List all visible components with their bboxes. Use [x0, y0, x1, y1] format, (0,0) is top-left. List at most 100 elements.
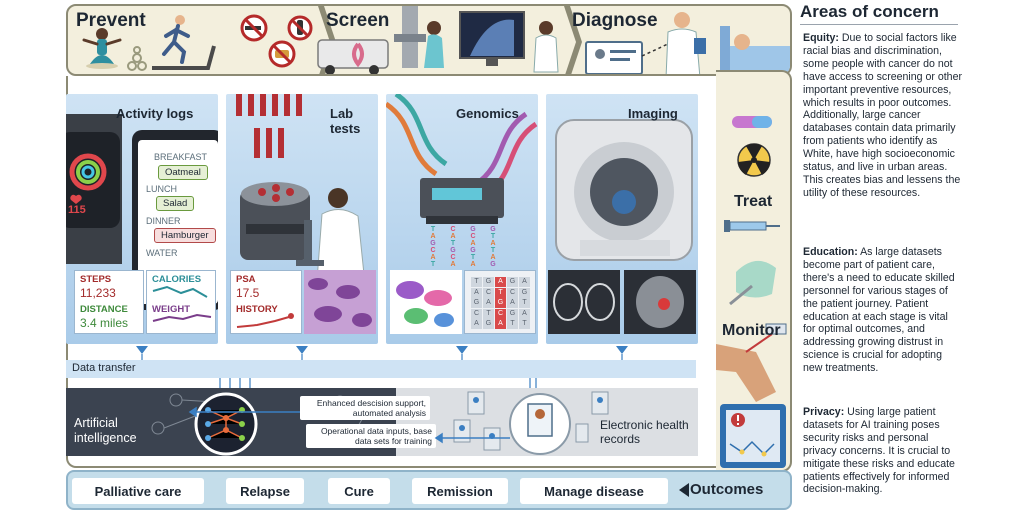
alignment-letter: A: [507, 298, 518, 308]
mammogram-monitor-icon: [459, 11, 525, 66]
alignment-letter: A: [495, 277, 506, 287]
alignment-letter: T: [519, 319, 530, 329]
meal-item-breakfast: Oatmeal: [158, 165, 208, 180]
equity-heading: Equity:: [803, 32, 839, 44]
meal-label-breakfast: BREAKFAST: [154, 152, 208, 162]
screening-van-icon: [317, 39, 389, 74]
privacy-heading: Privacy:: [803, 406, 845, 418]
strand-letter: G: [470, 247, 476, 254]
activity-illustration: [66, 114, 218, 310]
strand-letter: A: [430, 254, 436, 261]
cluster-plot-image: [390, 270, 462, 334]
stage-screen-label: Screen: [326, 10, 390, 31]
psa-history-sparkline: [236, 313, 294, 328]
strand-letter: G: [430, 240, 436, 247]
treat-monitor-illustrations: [716, 116, 787, 468]
strand-letter: A: [490, 240, 496, 247]
activity-logs-title: Activity logs: [116, 106, 194, 121]
meal-label-lunch: LUNCH: [146, 184, 178, 194]
alignment-letter: C: [507, 287, 518, 298]
stage-treat-label: Treat: [734, 193, 773, 210]
alignment-letter: T: [507, 319, 518, 329]
no-alcohol-icon: [287, 15, 313, 41]
patient-id-card-icon: [585, 41, 643, 74]
pill-icon: [732, 116, 772, 128]
lab-tests-title: Lab tests: [330, 106, 361, 136]
patient-journey-band: Prevent Screen Diagnose: [66, 4, 792, 76]
alignment-letter: G: [507, 308, 518, 319]
alignment-letter: C: [495, 308, 506, 319]
strand-letter: T: [430, 226, 436, 233]
radiation-icon: [737, 143, 771, 177]
strand-letter: G: [470, 226, 476, 233]
outcome-palliative-care: Palliative care: [72, 478, 204, 504]
strand-letter: A: [490, 254, 496, 261]
meal-label-dinner: DINNER: [146, 216, 181, 226]
scan-images: [548, 270, 696, 334]
equity-body: Due to social factors like racial bias a…: [803, 32, 962, 199]
imaging-title: Imaging: [628, 106, 678, 121]
alignment-letter: A: [495, 319, 506, 329]
strand-letter: A: [470, 240, 476, 247]
strand-letter: A: [470, 261, 476, 268]
psa-card: [230, 270, 302, 334]
strand-letter: A: [450, 233, 456, 240]
treadmill-runner-icon: [152, 15, 216, 70]
alignment-letter: C: [471, 308, 482, 319]
alignment-letter: G: [507, 277, 518, 287]
meal-item-dinner: Hamburger: [154, 228, 216, 243]
steps-distance-card: [74, 270, 144, 334]
strand-letter: T: [450, 240, 456, 247]
alignment-letter: T: [519, 298, 530, 308]
calories-weight-card: [146, 270, 216, 334]
watch-heart-rate: 115: [68, 204, 86, 216]
genomics-illustration: [386, 94, 538, 224]
ai-label: Artificial intelligence: [74, 416, 137, 445]
lab-tests-column: Lab tests PSA 17.5 HISTORY: [226, 94, 378, 344]
meal-item-lunch: Salad: [156, 196, 195, 211]
alignment-letter: C: [483, 287, 494, 298]
data-transfer-label: Data transfer: [72, 362, 136, 374]
steps-value: 11,233: [80, 286, 116, 300]
outcome-cure: Cure: [328, 478, 390, 504]
mammography-machine-icon: [394, 6, 444, 68]
steps-label: STEPS: [80, 274, 112, 285]
strand-letter: A: [450, 261, 456, 268]
kettlebell-stack-icon: [127, 46, 147, 71]
histology-slide-image: [304, 270, 376, 334]
meal-label-water: WATER: [146, 248, 178, 258]
strand-letter: T: [490, 247, 496, 254]
alignment-letter: G: [519, 287, 530, 298]
concerns-title: Areas of concern: [800, 2, 958, 25]
alignment-letter: A: [519, 308, 530, 319]
alignment-letter: T: [483, 308, 494, 319]
strand-letter: T: [430, 261, 436, 268]
surgery-hand-icon: [729, 260, 776, 306]
alignment-letter: A: [471, 319, 482, 329]
strand-letter: T: [490, 233, 496, 240]
alignment-letter: A: [483, 298, 494, 308]
distance-label: DISTANCE: [80, 304, 128, 315]
history-label: HISTORY: [236, 304, 278, 315]
psa-value: 17.5: [236, 286, 260, 300]
psa-label: PSA: [236, 274, 256, 285]
syringe-icon: [724, 220, 780, 232]
patient-in-bed-icon: [720, 26, 790, 72]
genomics-title: Genomics: [456, 106, 519, 121]
technician-icon: [533, 21, 559, 73]
outcome-relapse: Relapse: [226, 478, 304, 504]
activity-logs-column: Activity logs BREAKFAST Oatmeal LUNCH Sa…: [66, 94, 218, 344]
alignment-letter: G: [483, 277, 494, 287]
concern-education: Education: As large datasets become part…: [803, 246, 963, 375]
lab-illustration: [236, 94, 367, 295]
strand-letter: G: [490, 226, 496, 233]
education-heading: Education:: [803, 246, 858, 258]
stage-prevent-label: Prevent: [76, 10, 146, 31]
journey-illustrations: [82, 6, 790, 74]
outcomes-arrow-icon: [679, 483, 689, 497]
